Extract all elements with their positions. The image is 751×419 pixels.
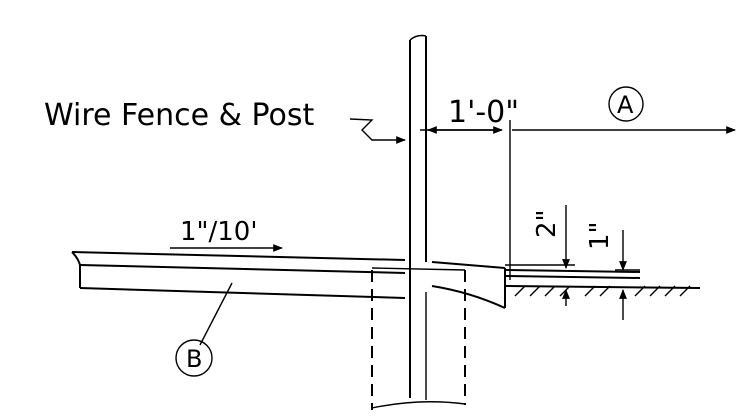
shoulder-slab	[71, 251, 506, 309]
rise-label-2: 2"	[532, 209, 562, 238]
rise-dimension-2	[505, 205, 575, 306]
rise-dimension-1	[615, 230, 640, 320]
slope-label: 1"/10'	[180, 217, 258, 247]
callout-b-label: B	[186, 345, 202, 373]
rise-label-1: 1"	[585, 221, 615, 250]
offset-dimension	[420, 120, 511, 280]
callout-b-leader	[175, 282, 233, 377]
post-footing	[371, 270, 466, 410]
callout-b-circle	[175, 339, 213, 377]
fence-leader	[349, 118, 406, 144]
curb-edge	[504, 269, 641, 279]
fence-post	[409, 34, 427, 400]
callout-a-label: A	[617, 91, 634, 119]
callout-a-arrow	[512, 86, 736, 134]
offset-label: 1'-0"	[448, 95, 519, 130]
callout-a-circle	[608, 86, 644, 122]
ground-line	[504, 285, 701, 297]
fence-label: Wire Fence & Post	[44, 98, 315, 133]
